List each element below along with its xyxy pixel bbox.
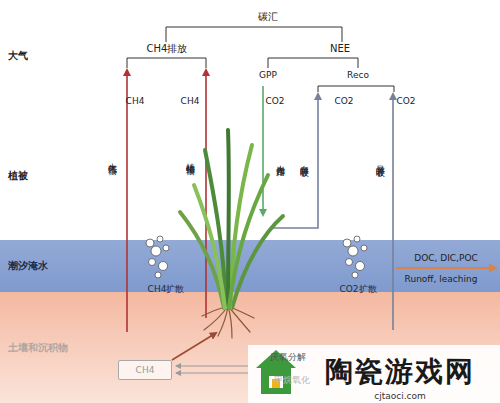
flux-group: Reco <box>347 71 369 81</box>
gas-name: CO2 <box>334 97 353 107</box>
brackets <box>127 27 394 92</box>
gas-name: CH4 <box>181 97 200 107</box>
group-title: 碳汇 <box>258 11 278 22</box>
flux-group: GPP <box>259 71 277 81</box>
watermark <box>248 345 500 403</box>
band-label: 植被 <box>8 169 28 183</box>
flux-name: Runoff, leaching <box>405 275 478 285</box>
plant-illustration <box>180 130 283 338</box>
process-name: 植物传输 <box>185 156 195 160</box>
process-name: 自养呼吸 <box>299 158 309 162</box>
atmosphere-band: 大气 <box>0 0 500 112</box>
band-label: 大气 <box>8 49 28 63</box>
band-label: 土壤和沉积物 <box>8 341 68 355</box>
process-name: 光合作用 <box>275 158 285 162</box>
gas-name: CH4 <box>126 97 145 107</box>
box-label: CH4 <box>119 361 171 379</box>
band-label: 潮汐淹水 <box>8 259 48 273</box>
gas-name: CO2 <box>265 97 284 107</box>
tidal-water-band: 潮汐淹水 <box>0 240 500 292</box>
process-name: 大气传输 <box>107 156 117 160</box>
flux-group: CH4排放 <box>147 43 188 54</box>
flux-group: NEE <box>330 43 350 54</box>
gas-name: CO2 <box>396 97 415 107</box>
gas-bubbles <box>146 236 367 278</box>
process-name: CO2扩散 <box>339 285 376 295</box>
methane-pool-box: CH4 <box>118 360 172 380</box>
process-name: 异养呼吸 <box>375 158 385 162</box>
flux-name: DOC, DIC,POC <box>414 254 478 264</box>
process-name: CH4扩散 <box>148 285 185 295</box>
flux-arrows <box>127 70 496 373</box>
